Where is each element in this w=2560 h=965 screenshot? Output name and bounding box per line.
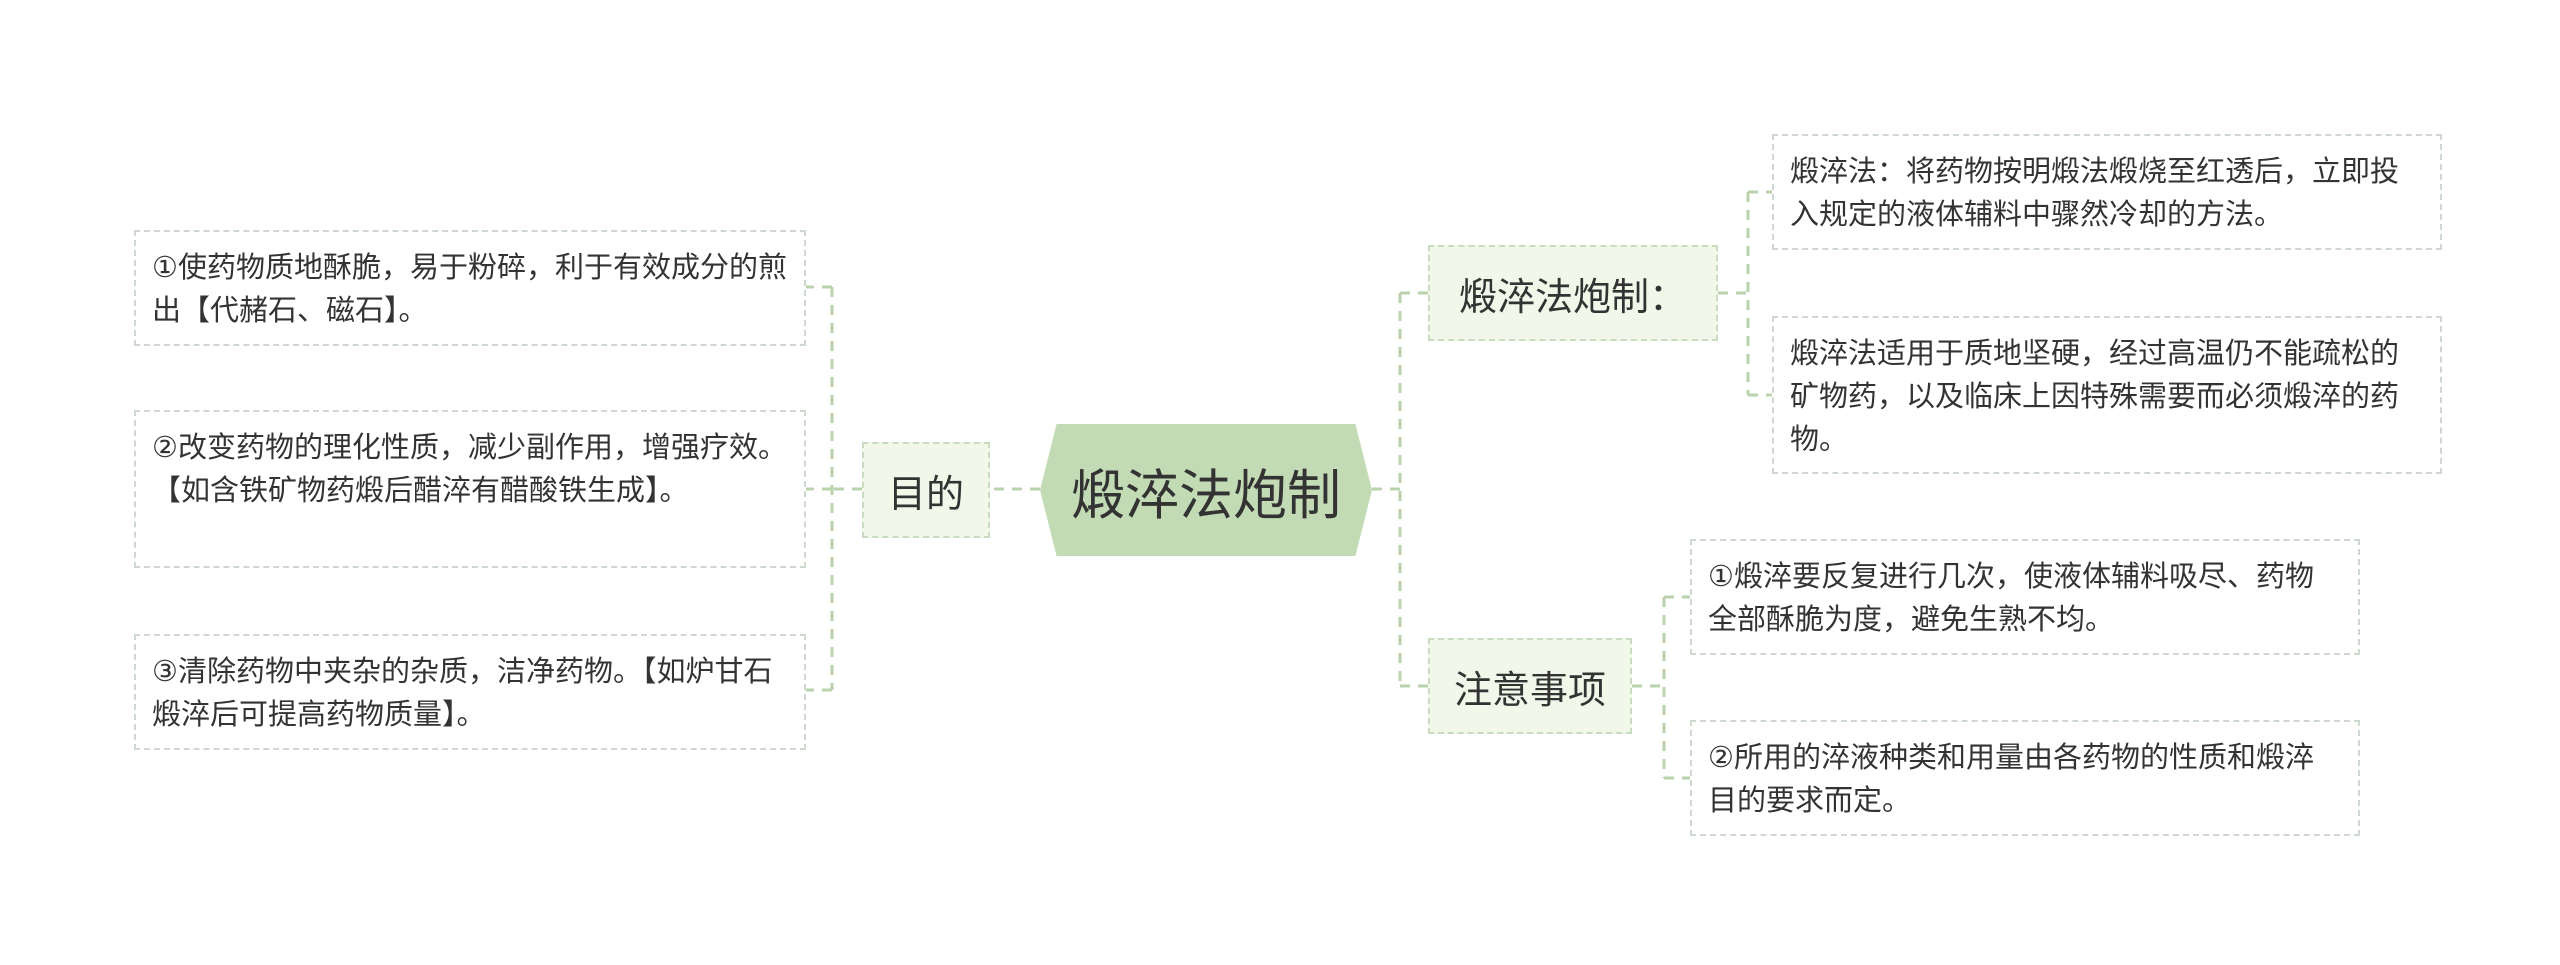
leaf-text: ①煅淬要反复进行几次，使液体辅料吸尽、药物全部酥脆为度，避免生熟不均。 bbox=[1708, 559, 2314, 636]
branch-purpose-label: 目的 bbox=[887, 471, 964, 516]
branch-method[interactable]: 煅淬法炮制： bbox=[1428, 245, 1718, 341]
branch-purpose[interactable]: 目的 bbox=[862, 442, 990, 538]
leaf-purpose-3[interactable]: ③清除药物中夹杂的杂质，洁净药物。【如炉甘石煅淬后可提高药物质量】。 bbox=[134, 634, 806, 750]
branch-notes[interactable]: 注意事项 bbox=[1428, 638, 1632, 734]
leaf-text: ②改变药物的理化性质，减少副作用，增强疗效。【如含铁矿物药煅后醋淬有醋酸铁生成】… bbox=[152, 430, 787, 507]
branch-method-label: 煅淬法炮制： bbox=[1458, 274, 1687, 319]
leaf-text: 煅淬法：将药物按明煅法煅烧至红透后，立即投入规定的液体辅料中骤然冷却的方法。 bbox=[1790, 154, 2400, 231]
leaf-purpose-2[interactable]: ②改变药物的理化性质，减少副作用，增强疗效。【如含铁矿物药煅后醋淬有醋酸铁生成】… bbox=[134, 410, 806, 568]
root-topic[interactable]: 煅淬法炮制 bbox=[1040, 424, 1372, 556]
branch-notes-label: 注意事项 bbox=[1453, 667, 1606, 712]
leaf-method-2[interactable]: 煅淬法适用于质地坚硬，经过高温仍不能疏松的矿物药，以及临床上因特殊需要而必须煅淬… bbox=[1772, 316, 2442, 474]
leaf-text: ①使药物质地酥脆，易于粉碎，利于有效成分的煎出【代赭石、磁石】。 bbox=[152, 250, 787, 327]
leaf-text: ③清除药物中夹杂的杂质，洁净药物。【如炉甘石煅淬后可提高药物质量】。 bbox=[152, 654, 773, 731]
leaf-text: 煅淬法适用于质地坚硬，经过高温仍不能疏松的矿物药，以及临床上因特殊需要而必须煅淬… bbox=[1790, 336, 2400, 456]
leaf-purpose-1[interactable]: ①使药物质地酥脆，易于粉碎，利于有效成分的煎出【代赭石、磁石】。 bbox=[134, 230, 806, 346]
leaf-notes-1[interactable]: ①煅淬要反复进行几次，使液体辅料吸尽、药物全部酥脆为度，避免生熟不均。 bbox=[1690, 539, 2360, 655]
leaf-text: ②所用的淬液种类和用量由各药物的性质和煅淬目的要求而定。 bbox=[1708, 740, 2314, 817]
root-label: 煅淬法炮制 bbox=[1071, 463, 1341, 527]
leaf-notes-2[interactable]: ②所用的淬液种类和用量由各药物的性质和煅淬目的要求而定。 bbox=[1690, 720, 2360, 836]
leaf-method-1[interactable]: 煅淬法：将药物按明煅法煅烧至红透后，立即投入规定的液体辅料中骤然冷却的方法。 bbox=[1772, 134, 2442, 250]
